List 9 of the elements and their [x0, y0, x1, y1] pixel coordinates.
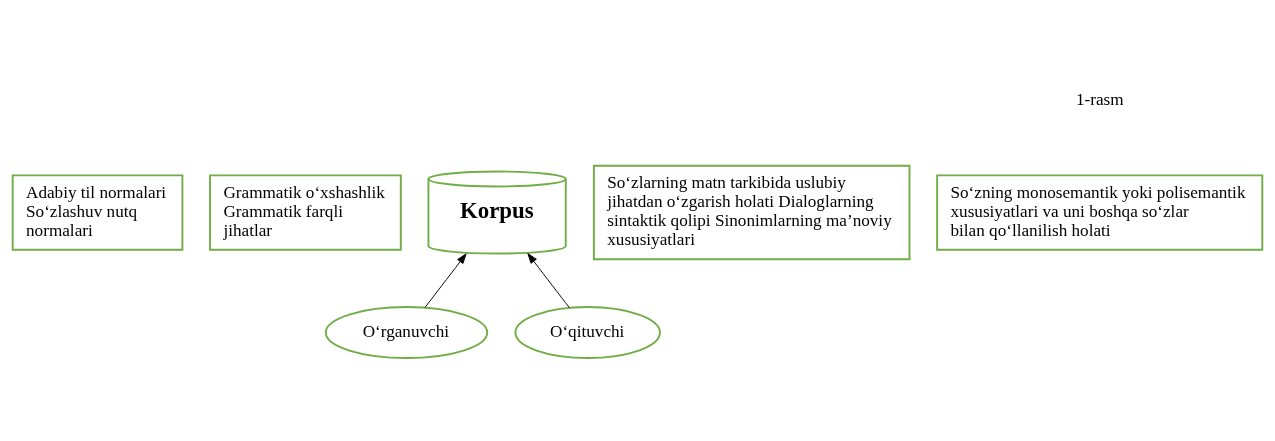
node-box: Adabiy til normalari So‘zlashuv nutq normalari — [11, 173, 184, 251]
node-box: So‘zlarning matn tarkibida uslubiy jihatdan o‘zgarish holati Dialoglarning sintaktik qolipi Sinonimlarning ma’noviy xususiyatlari — [592, 164, 911, 260]
arrow — [527, 252, 570, 308]
label: 1-rasm — [1075, 89, 1124, 109]
node-box: Grammatik o‘xshashlik Grammatik farqli jihatlar — [209, 173, 402, 251]
arrow — [424, 252, 467, 308]
node-ellipse: O‘qituvchi — [514, 305, 661, 359]
node-ellipse: O‘rganuvchi — [324, 305, 489, 359]
node-box: So‘zning monosemantik yoki polisemantik xususiyatlari va uni boshqa so‘zlar bilan qo‘llanilish holati — [936, 173, 1264, 251]
